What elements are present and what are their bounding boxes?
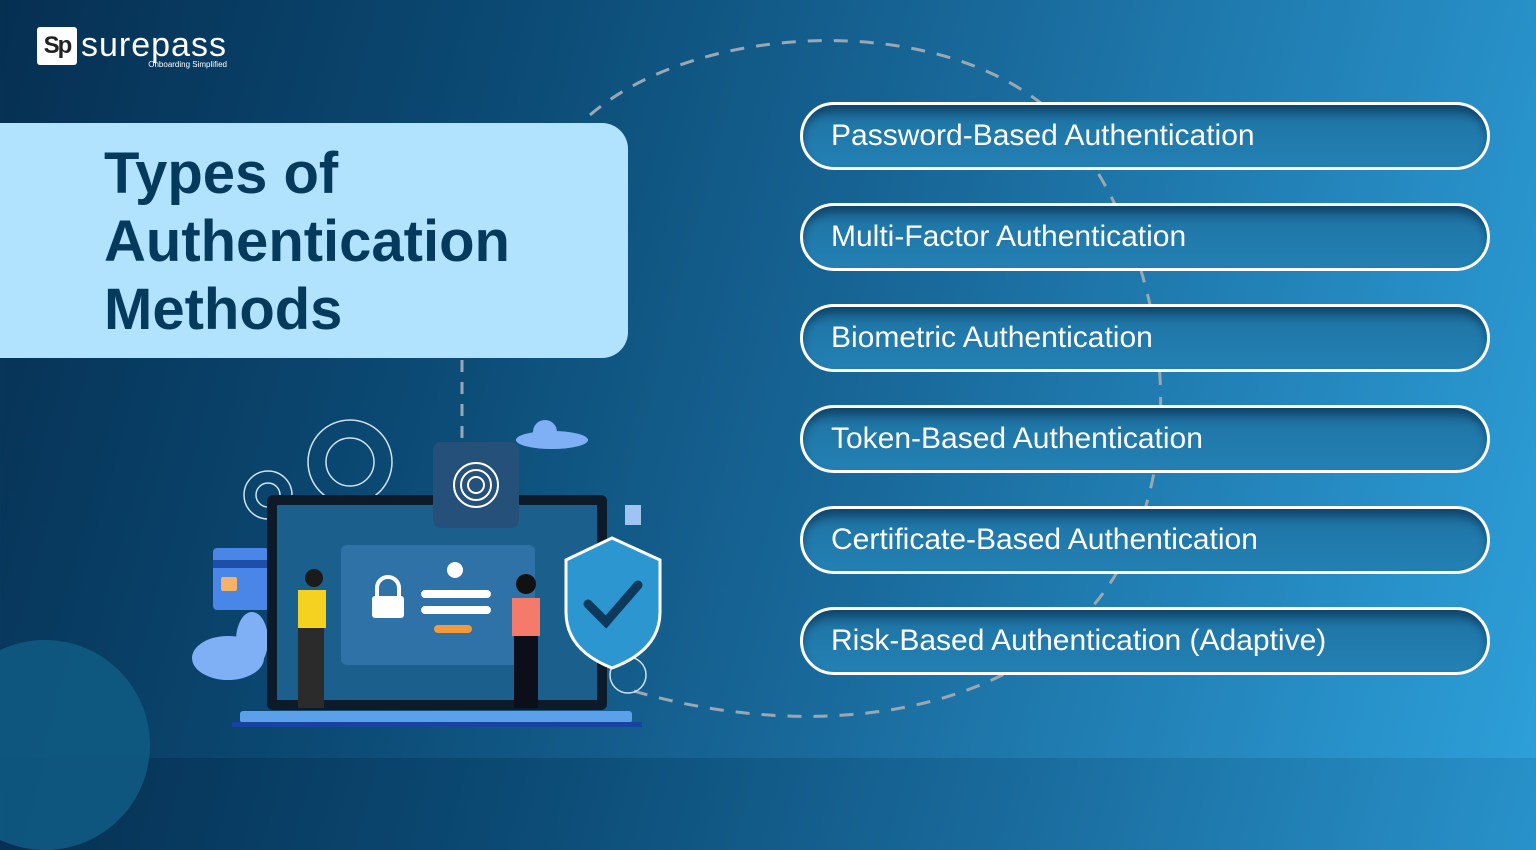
- brand-tagline: Onboarding Simplified: [148, 60, 227, 69]
- username-field: [421, 590, 491, 598]
- user-icon: [447, 562, 463, 578]
- methods-list: Password-Based Authentication Multi-Fact…: [800, 102, 1490, 708]
- lock-icon: [372, 575, 404, 618]
- method-certificate-based: Certificate-Based Authentication: [800, 506, 1490, 574]
- cloud-icon: [516, 420, 588, 449]
- plant-icon: [192, 612, 268, 680]
- fingerprint-icon: [433, 442, 519, 528]
- document-icon: [625, 505, 641, 525]
- method-risk-based: Risk-Based Authentication (Adaptive): [800, 607, 1490, 675]
- shield-check-icon: [564, 536, 662, 670]
- dashed-arc: [460, 39, 1162, 718]
- logo-mark: Sp: [37, 27, 77, 65]
- person-woman: [512, 574, 540, 708]
- method-biometric: Biometric Authentication: [800, 304, 1490, 372]
- credit-card-icon: [213, 548, 269, 610]
- password-field: [421, 606, 491, 614]
- brand-name: surepass: [81, 26, 227, 64]
- surepass-logo: Sp surepass Onboarding Simplified: [37, 27, 227, 69]
- person-man: [298, 569, 326, 708]
- method-token-based: Token-Based Authentication: [800, 405, 1490, 473]
- title-panel: [0, 123, 628, 358]
- login-button-graphic: [434, 625, 472, 633]
- page-title: Types of Authentication Methods: [104, 141, 510, 342]
- method-multi-factor: Multi-Factor Authentication: [800, 203, 1490, 271]
- method-password-based: Password-Based Authentication: [800, 102, 1490, 170]
- login-card: [341, 545, 535, 665]
- authentication-illustration: [192, 419, 662, 727]
